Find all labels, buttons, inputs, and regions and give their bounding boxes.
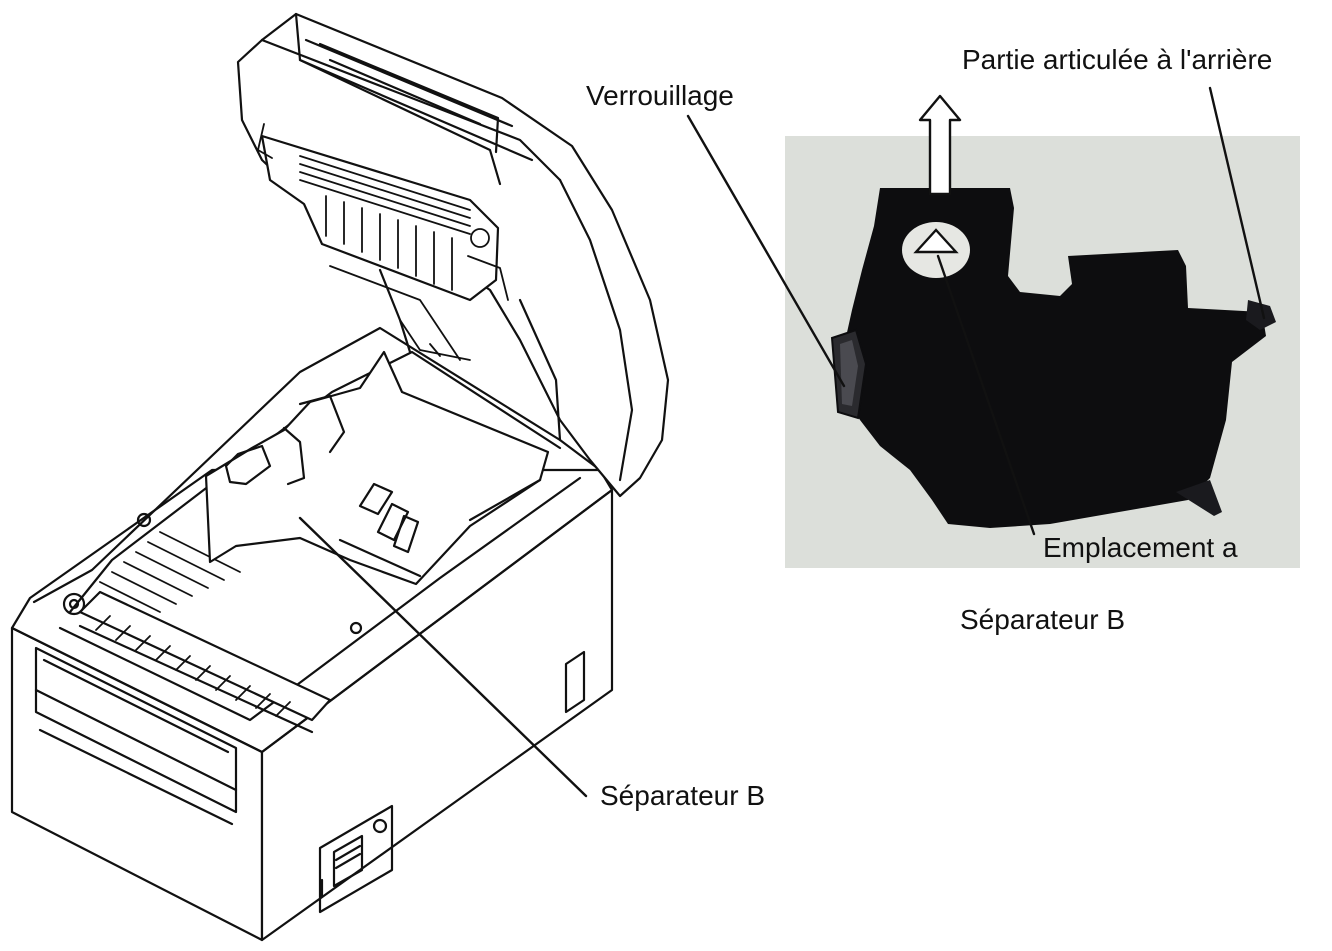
hinge-label: Partie articulée à l'arrière bbox=[962, 44, 1273, 75]
printer-illustration bbox=[10, 12, 670, 942]
lock-leader-line bbox=[686, 114, 846, 388]
triangle-marker-icon bbox=[913, 228, 959, 254]
slot-leader-line bbox=[936, 254, 1036, 536]
callout-lines bbox=[298, 86, 1266, 798]
separator-label: Séparateur B bbox=[600, 780, 765, 811]
photo-caption: Séparateur B bbox=[960, 604, 1125, 635]
slot-label: Emplacement a bbox=[1043, 532, 1238, 563]
printer-separator-b bbox=[204, 350, 550, 586]
lock-label: Verrouillage bbox=[586, 80, 734, 111]
photo-panel bbox=[785, 94, 1300, 568]
up-arrow-icon bbox=[918, 94, 962, 196]
separator-b-part bbox=[830, 188, 1276, 528]
printer-open-cover bbox=[236, 12, 670, 498]
paper-cavity bbox=[32, 326, 602, 734]
separator-leader-line bbox=[298, 516, 588, 798]
hinge-leader-line bbox=[1208, 86, 1266, 320]
